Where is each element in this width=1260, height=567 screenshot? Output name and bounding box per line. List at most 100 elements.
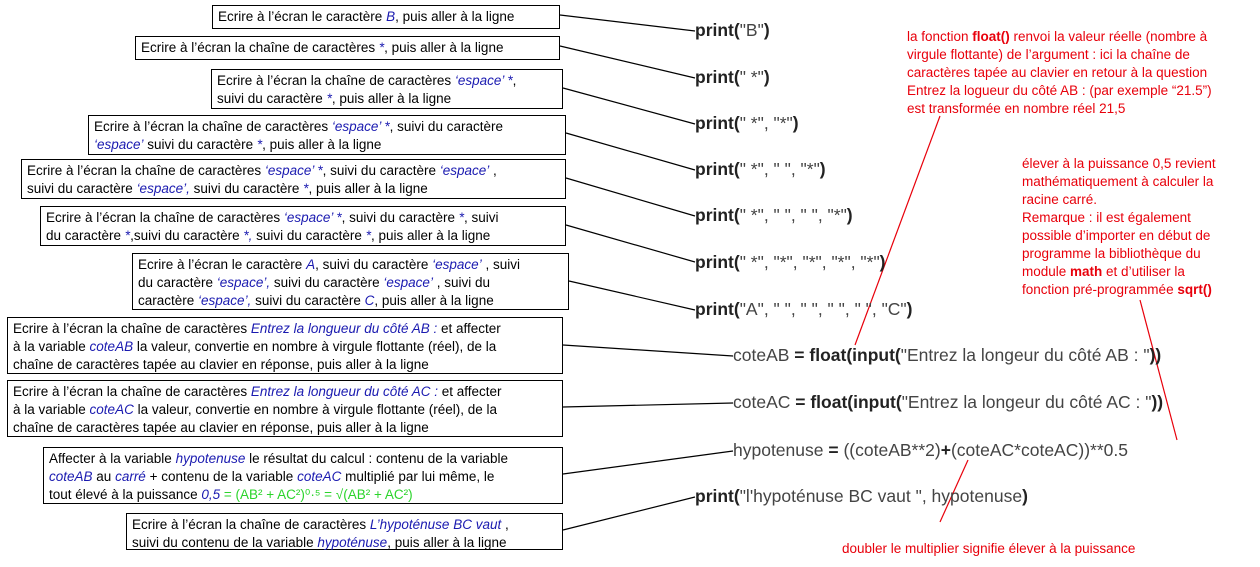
text-segment: Ecrire à l’écran la chaîne de caractères <box>13 384 251 399</box>
code-keyword: ) <box>846 205 853 225</box>
text-segment: , suivi du caractère <box>322 163 440 178</box>
text-segment: élever à la puissance 0,5 revient <box>1022 156 1216 171</box>
text-segment: * <box>303 181 309 196</box>
text-segment: * <box>378 40 385 55</box>
code-line-11: print("l'hypoténuse BC vaut ", hypotenus… <box>695 486 1028 507</box>
text-segment: sqrt() <box>1177 282 1212 297</box>
text-segment: du caractère <box>46 228 125 243</box>
text-segment: hypotenuse <box>175 451 246 466</box>
text-segment: la valeur, convertie en nombre à virgule… <box>133 402 498 417</box>
text-segment: ‘espace’, <box>136 181 190 196</box>
text-segment: , suivi <box>464 210 499 225</box>
explain-box-3: Ecrire à l’écran la chaîne de caractères… <box>211 69 563 109</box>
connector-11 <box>562 496 696 531</box>
text-segment: ‘espace’ * <box>283 210 342 225</box>
code-text: "B" <box>739 20 764 40</box>
code-keyword: print( <box>695 205 740 225</box>
code-keyword: print( <box>695 67 740 87</box>
code-line-8: coteAB = float(input("Entrez la longeur … <box>733 345 1161 366</box>
text-segment: Ecrire à l’écran la chaîne de caractères <box>13 321 251 336</box>
text-segment: , puis aller à la ligne <box>262 137 382 152</box>
text-segment: caractère <box>138 293 199 308</box>
text-segment: , puis aller à la ligne <box>370 228 491 243</box>
text-segment: ‘espace’ <box>94 137 144 152</box>
text-segment: ‘espace’, <box>216 275 271 290</box>
text-segment: , suivi du caractère <box>389 119 503 134</box>
text-segment: suivi du caractère <box>270 275 384 290</box>
text-segment: du caractère <box>138 275 217 290</box>
text-segment: B <box>386 9 396 24</box>
code-keyword: print( <box>695 252 740 272</box>
connector-3 <box>562 87 696 125</box>
text-segment: est transformée en nombre réel 21,5 <box>907 101 1126 116</box>
text-segment: suivi du caractère <box>27 181 137 196</box>
code-keyword: ) <box>763 67 770 87</box>
text-segment: A <box>306 257 316 272</box>
code-line-5: print(" *", " ", " ", "*") <box>695 205 853 226</box>
code-line-10: hypotenuse = ((coteAB**2)+(coteAC*coteAC… <box>733 440 1128 461</box>
text-segment: *, <box>243 228 253 243</box>
code-keyword: ) <box>1022 486 1028 506</box>
text-segment: au <box>92 469 116 484</box>
text-segment: * <box>458 210 464 225</box>
text-segment: * <box>256 137 263 152</box>
text-segment: float() <box>972 29 1010 44</box>
float-note-pointer <box>854 115 941 346</box>
text-segment: coteAC <box>89 402 134 417</box>
text-segment: la valeur, convertie en nombre à virgule… <box>133 339 497 354</box>
code-keyword: )) <box>1149 345 1162 365</box>
code-text: " *", " ", "*" <box>739 159 820 179</box>
text-segment: L’hypoténuse BC vaut <box>369 517 502 532</box>
explain-box-8: Ecrire à l’écran la chaîne de caractères… <box>7 317 563 374</box>
connector-1 <box>559 14 696 32</box>
text-segment: Ecrire à l’écran la chaîne de caractères <box>141 40 379 55</box>
code-text: ((coteAB**2) <box>838 440 941 460</box>
code-keyword: = <box>828 440 839 460</box>
code-keyword: = float(input( <box>794 345 901 365</box>
float-note: la fonction float() renvoi la valeur rée… <box>907 28 1252 118</box>
text-segment: Entrez la logueur du côté AB : (par exem… <box>907 83 1212 98</box>
code-text: "Entrez la longeur du côté AB : " <box>900 345 1150 365</box>
explain-box-4: Ecrire à l’écran la chaîne de caractères… <box>88 115 566 155</box>
text-segment: ‘espace’ <box>383 275 433 290</box>
text-segment: possible d’importer en début de <box>1022 228 1211 243</box>
text-segment: coteAB <box>49 469 93 484</box>
connector-4 <box>565 132 696 171</box>
code-line-4: print(" *", " ", "*") <box>695 159 826 180</box>
text-segment: Ecrire à l’écran le caractère <box>218 9 387 24</box>
text-segment: doubler le multiplier signifie élever à … <box>842 541 1136 556</box>
code-text: " *" <box>739 67 764 87</box>
text-segment: Ecrire à l’écran la chaîne de caractères <box>27 163 265 178</box>
text-segment: , puis aller à la ligne <box>331 91 452 106</box>
text-segment: virgule flottante) de l’argument : ici l… <box>907 47 1190 62</box>
code-keyword: ) <box>906 299 913 319</box>
text-segment: * <box>365 228 371 243</box>
code-keyword: )) <box>1151 392 1164 412</box>
connector-2 <box>559 45 696 79</box>
text-segment: ‘espace’ * <box>331 119 390 134</box>
text-segment: ‘espace’ <box>432 257 482 272</box>
text-segment: ‘espace’ <box>439 163 490 178</box>
text-segment: , <box>501 517 509 532</box>
text-segment: ‘espace’ * <box>454 73 513 88</box>
text-segment: et affecter <box>437 321 501 336</box>
text-segment: module <box>1022 264 1071 279</box>
text-segment: , puis aller à la ligne <box>387 535 507 550</box>
text-segment: Remarque : il est également <box>1022 210 1191 225</box>
text-segment: , <box>512 73 517 88</box>
code-text: " *", "*" <box>739 113 793 133</box>
double-note: doubler le multiplier signifie élever à … <box>842 540 1242 558</box>
connector-10 <box>562 450 734 475</box>
text-segment: carré <box>115 469 146 484</box>
explain-box-2: Ecrire à l’écran la chaîne de caractères… <box>135 36 560 60</box>
explain-box-11: Ecrire à l’écran la chaîne de caractères… <box>126 513 563 550</box>
code-keyword: ) <box>763 20 770 40</box>
text-segment: chaîne de caractères tapée au clavier en… <box>13 357 429 372</box>
text-segment: multiplié par lui même, le <box>341 469 495 484</box>
text-segment: ‘espace’, <box>198 293 252 308</box>
double-note-pointer <box>939 459 969 523</box>
power-note-pointer <box>1139 299 1178 441</box>
text-segment: Ecrire à l’écran la chaîne de caractères <box>217 73 455 88</box>
text-segment: suivi du caractère <box>189 181 304 196</box>
